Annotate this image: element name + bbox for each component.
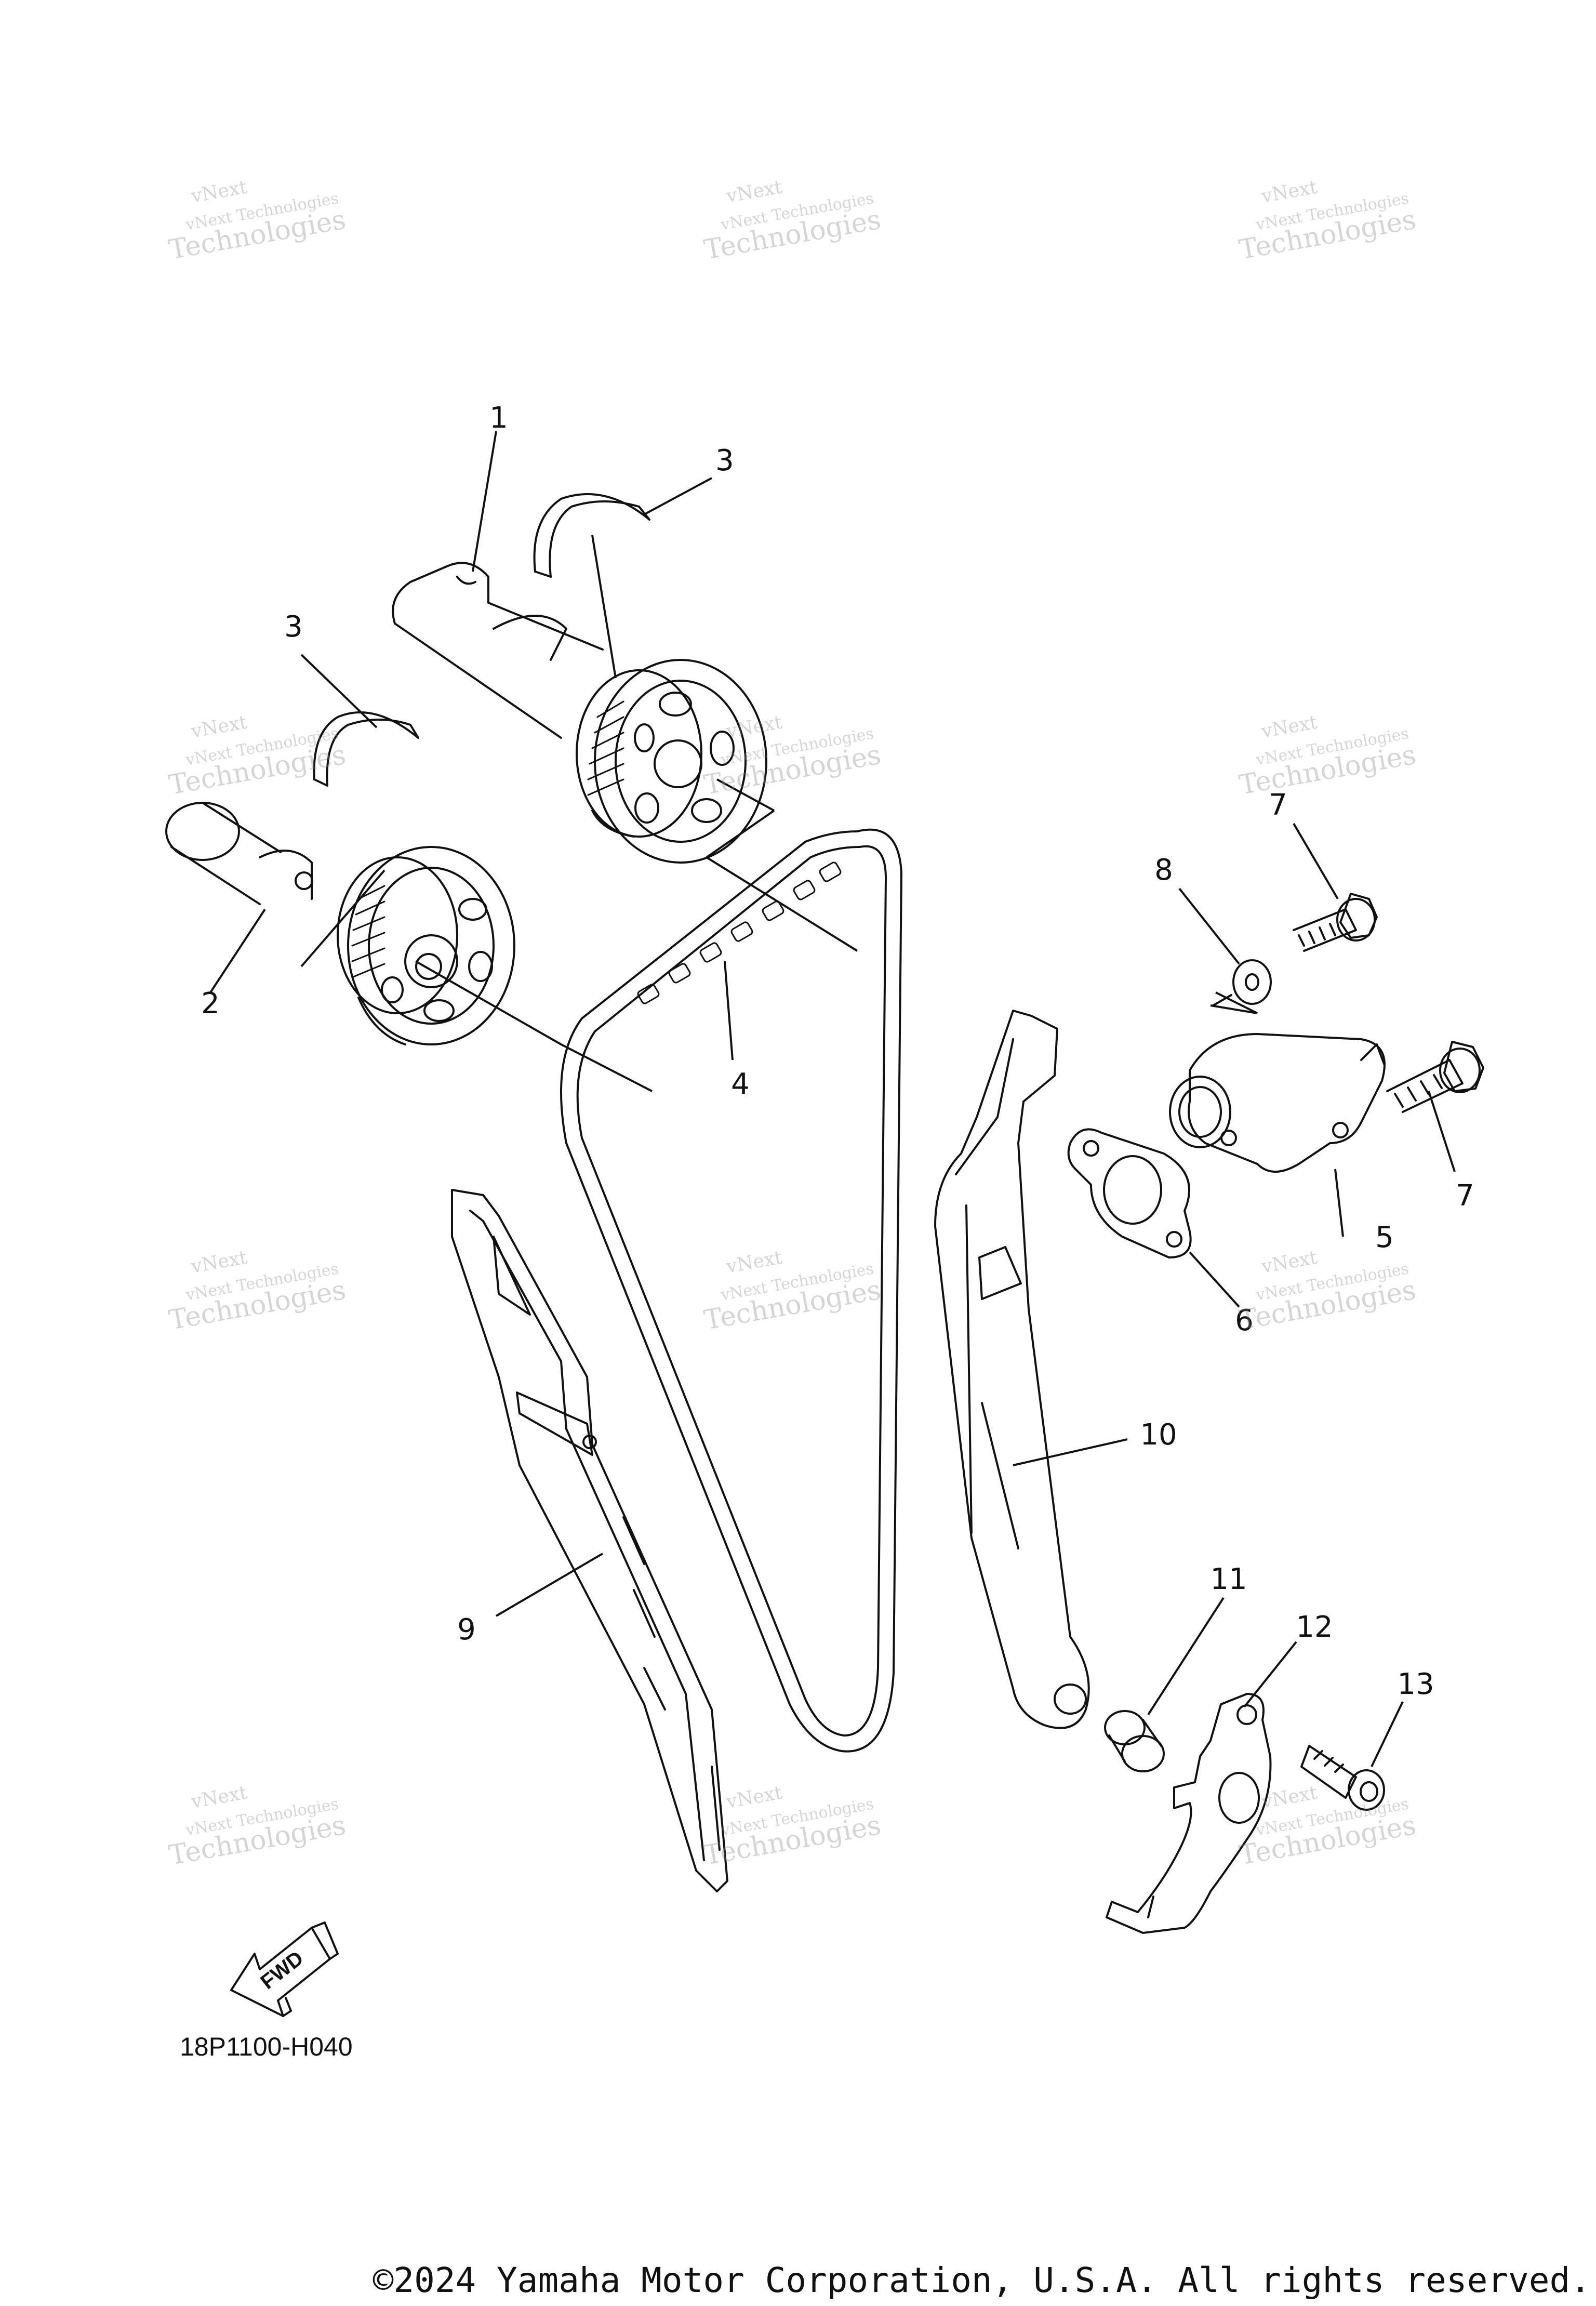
callout-12: 12: [1296, 1610, 1333, 1644]
callout-9: 9: [457, 1613, 476, 1647]
callout-6: 6: [1235, 1304, 1254, 1337]
watermark: vNext vNext Technologies Technologies: [702, 712, 883, 801]
circlip-part-3-lower: [313, 711, 419, 787]
bolt-part-7-upper: [1293, 893, 1378, 952]
leader-lines: [209, 431, 1456, 1767]
watermark: vNext vNext Technologies Technologies: [702, 1247, 883, 1336]
callout-5: 5: [1375, 1221, 1394, 1254]
watermark-line-top: vNext: [724, 1782, 784, 1813]
callout-10: 10: [1140, 1418, 1177, 1452]
callout-8: 8: [1154, 853, 1173, 887]
callout-labels: 1 2 3 3 4 5 6 7 7 8 9 10 11 12 13: [201, 401, 1474, 1701]
callout-3-lower: 3: [284, 610, 303, 644]
callout-2: 2: [201, 987, 220, 1021]
watermark: vNext vNext Technologies Technologies: [167, 177, 348, 266]
callout-7-upper: 7: [1269, 788, 1287, 822]
circlip-part-3-upper: [533, 493, 650, 578]
watermark-line-top: vNext: [724, 712, 784, 743]
forward-direction-arrow: FWD: [230, 1921, 339, 2017]
callout-13: 13: [1397, 1667, 1434, 1701]
watermark: vNext vNext Technologies Technologies: [167, 1247, 348, 1336]
watermarks: vNext vNext Technologies Technologies vN…: [167, 177, 1418, 1872]
watermark: vNext vNext Technologies Technologies: [1237, 177, 1418, 266]
watermark: vNext vNext Technologies Technologies: [167, 1782, 348, 1872]
timing-chain-part-4: [560, 828, 902, 1753]
watermark-line-top: vNext: [189, 712, 249, 743]
watermark: vNext vNext Technologies Technologies: [702, 177, 883, 266]
chain-guide-part-9: [451, 1189, 728, 1892]
watermark-line-top: vNext: [189, 1247, 249, 1278]
watermark: vNext vNext Technologies Technologies: [1237, 712, 1418, 801]
callout-11: 11: [1210, 1562, 1247, 1596]
bolt-part-13: [1300, 1745, 1385, 1811]
watermark-line-top: vNext: [1259, 177, 1319, 207]
watermark-line-top: vNext: [1259, 1247, 1319, 1278]
copyright-notice: ©2024 Yamaha Motor Corporation, U.S.A. A…: [373, 2260, 1591, 2300]
chain-tensioner-part-5: [1169, 1033, 1386, 1173]
collar-part-11: [1104, 1710, 1165, 1772]
camshaft-exhaust-part-2: [165, 802, 515, 1045]
bolt-part-7-lower: [1386, 1041, 1484, 1113]
watermark: vNext vNext Technologies Technologies: [167, 712, 348, 801]
fwd-label: FWD: [256, 1946, 308, 1994]
camshaft-intake-part-1: [392, 562, 767, 864]
callout-7-lower: 7: [1456, 1179, 1474, 1213]
tensioner-guide-part-10: [934, 1010, 1090, 1729]
bracket-part-12: [1106, 1693, 1272, 1934]
watermark-line-top: vNext: [189, 177, 249, 207]
callout-1: 1: [489, 401, 508, 435]
diagram-code: 18P1100-H040: [180, 2032, 353, 2061]
gasket-part-6: [1067, 1128, 1192, 1258]
callout-4: 4: [731, 1067, 750, 1101]
watermark-line-top: vNext: [724, 1247, 784, 1278]
watermark-line-top: vNext: [189, 1782, 249, 1813]
watermark-line-top: vNext: [724, 177, 784, 207]
callout-3-upper: 3: [715, 444, 734, 478]
washer-part-8: [1212, 959, 1272, 1006]
watermark-line-top: vNext: [1259, 712, 1319, 743]
